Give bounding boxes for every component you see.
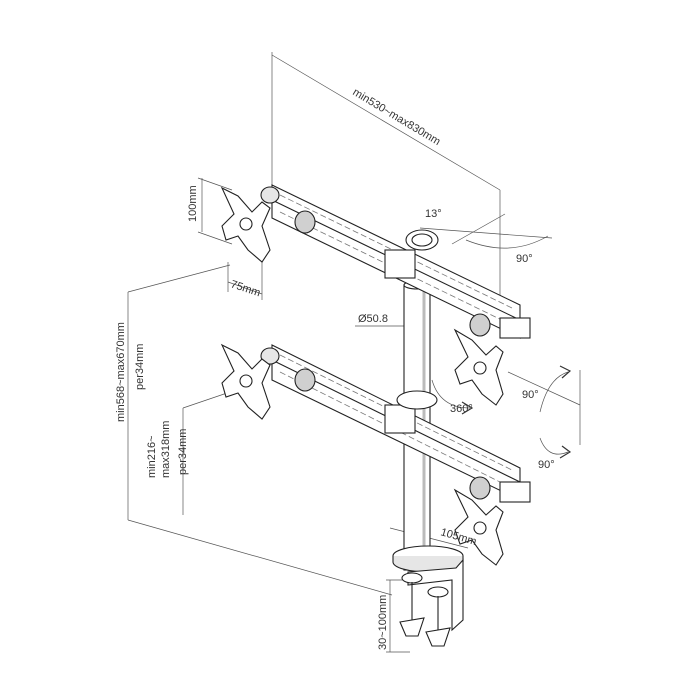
pivot-lower-label: 90° [538,459,555,471]
clamp-range-label: 30~100mm [377,595,389,650]
vesa-plate-upper-left [220,186,271,263]
vesa-plate-upper-right [453,328,504,406]
vesa-height-label: 100mm [187,185,199,222]
vesa-plate-lower-left [220,343,271,420]
arm-gap-range-line1: min216~ [146,435,158,478]
total-height-step-label: per34mm [134,344,146,390]
total-height-range-label: min568~max670mm [115,322,127,422]
desk-clamp [399,558,464,647]
rotation-label: 360° [450,403,473,415]
lower-arm [260,344,531,503]
arm-gap-range-line2: max318mm [160,421,172,478]
vesa-plate-lower-right [453,488,504,566]
pivot-right-label: 90° [522,389,539,401]
tilt-angle-label: 13° [425,208,442,220]
vesa-width-label: 75mm [229,278,262,299]
pole-diameter-label: Ø50.8 [358,313,388,325]
upper-arm [260,184,531,339]
dimension-lines [127,52,581,653]
arm-span-label: min530~max830mm [350,86,442,148]
upper-arm-dial [405,229,439,251]
arm-gap-step-label: per34mm [177,429,189,475]
swivel-angle-label: 90° [516,253,533,265]
rotation-arrows [431,235,572,459]
